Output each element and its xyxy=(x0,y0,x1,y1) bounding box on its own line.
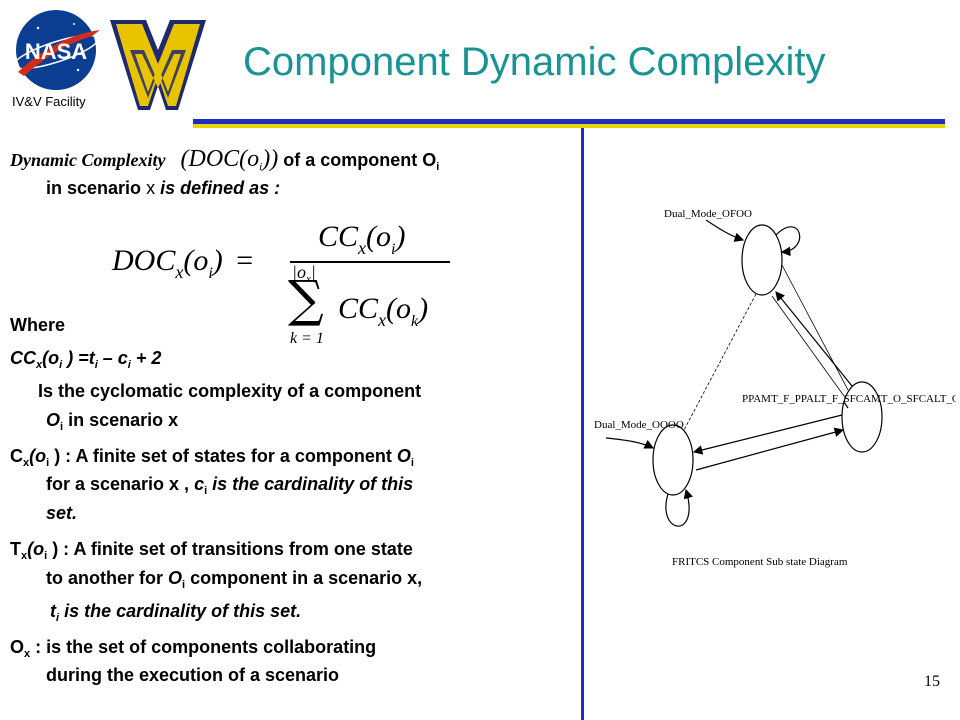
header-rule-blue xyxy=(193,119,945,124)
dynamic-complexity-label: Dynamic Complexity xyxy=(10,150,166,170)
formula-numerator: CCx(oi) xyxy=(318,220,406,258)
c-definition-line-3: set. xyxy=(46,503,78,523)
c-definition-line-1: Cx(oi ) : A finite set of states for a c… xyxy=(10,446,414,469)
fraction-bar xyxy=(290,261,450,263)
cyclomatic-line-2: Oi in scenario x xyxy=(46,410,179,433)
page-number: 15 xyxy=(924,673,940,690)
of-component-text: of a component Oi xyxy=(283,150,440,173)
formula-lhs: DOCx(oi) = xyxy=(112,244,254,282)
nasa-caption: IV&V Facility xyxy=(12,94,86,109)
sum-upper-limit: |ox| xyxy=(292,262,316,285)
t-definition-line-1: Tx(oi ) : A finite set of transitions fr… xyxy=(10,539,413,562)
cyclomatic-line-1: Is the cyclomatic complexity of a compon… xyxy=(38,381,422,401)
page-title: Component Dynamic Complexity xyxy=(243,40,826,84)
dynamic-complexity-line: Dynamic Complexity (DOC(oi)) of a compon… xyxy=(10,146,439,173)
header-rule-yellow xyxy=(193,124,945,128)
scenario-line: in scenario x is defined as : xyxy=(46,178,281,198)
state-label-oooo: Dual_Mode_OOOO xyxy=(594,419,684,431)
column-divider xyxy=(581,128,584,720)
nasa-logo-text: NASA xyxy=(25,39,87,64)
where-label: Where xyxy=(10,315,66,335)
nasa-logo-icon: NASA xyxy=(13,10,100,90)
state-node-ofoo xyxy=(741,224,783,296)
state-node-oooo xyxy=(652,424,694,496)
state-node-ppamt xyxy=(841,381,883,453)
t-definition-line-2: to another for Oi component in a scenari… xyxy=(46,568,423,591)
o-definition-line-1: Ox : is the set of components collaborat… xyxy=(10,637,377,660)
sum-symbol: ∑ xyxy=(288,270,324,328)
doc-symbol: (DOC(oi)) xyxy=(180,146,279,173)
flying-wv-icon xyxy=(110,20,206,110)
state-label-ppamt: PPAMT_F_PPALT_F_SFCAMT_O_SFCALT_O xyxy=(742,393,956,405)
t-definition-line-3: ti is the cardinality of this set. xyxy=(50,601,302,624)
o-definition-line-2: during the execution of a scenario xyxy=(46,665,340,685)
sum-lower-limit: k = 1 xyxy=(290,330,324,347)
diagram-caption: FRITCS Component Sub state Diagram xyxy=(672,556,848,568)
state-label-ofoo: Dual_Mode_OFOO xyxy=(664,208,752,220)
c-definition-line-2: for a scenario x , ci is the cardinality… xyxy=(46,474,414,497)
state-diagram: Dual_Mode_OFOO PPAMT_F_PPALT_F_SFCAMT_O_… xyxy=(594,208,956,568)
cc-definition: CCx(oi ) =ti – ci + 2 xyxy=(10,348,162,371)
formula-denominator: CCx(ok) xyxy=(338,292,429,330)
